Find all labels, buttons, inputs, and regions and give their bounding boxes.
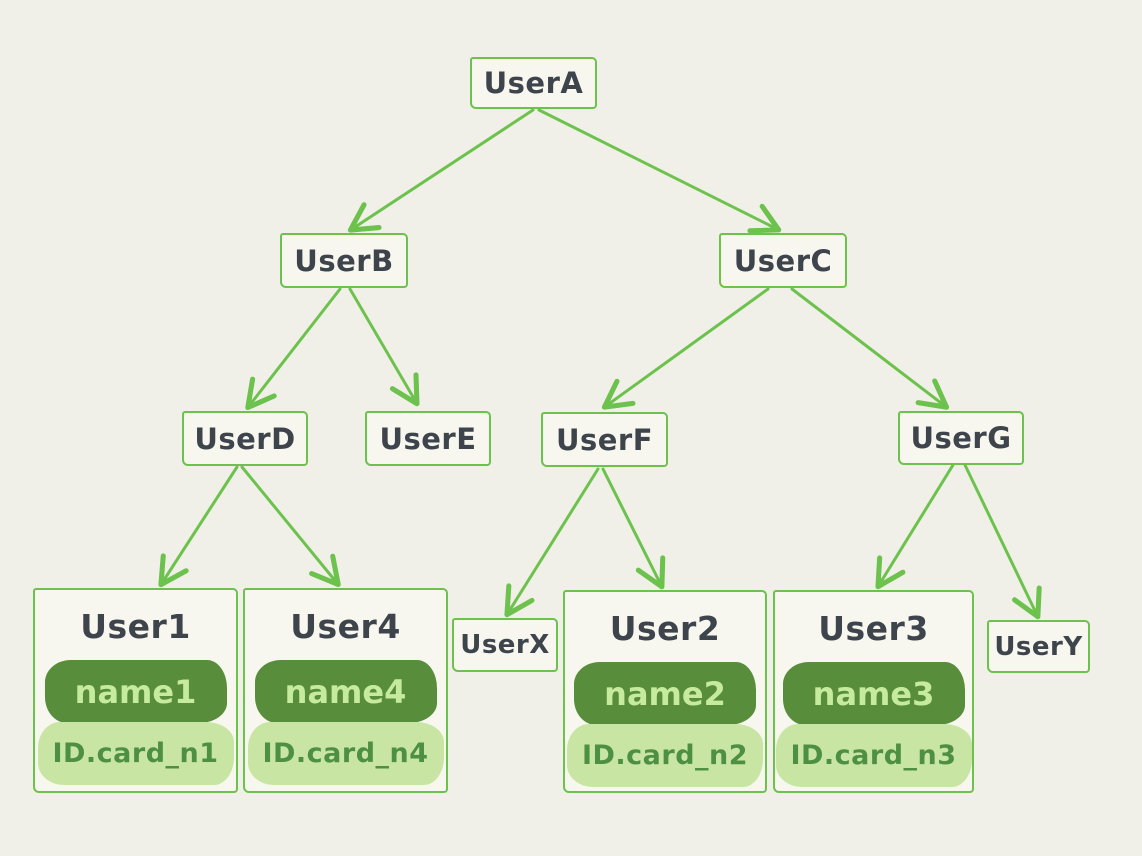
- node-userA-label: UserA: [483, 66, 584, 100]
- edge-userF-userX: [504, 467, 600, 618]
- edge-userD-user4: [240, 465, 341, 588]
- edge-userB-userD: [245, 287, 342, 411]
- edge-userA-userB: [347, 108, 535, 233]
- node-user1-idcard-pill: ID.card_n1: [37, 722, 234, 785]
- node-user4-idcard-pill: ID.card_n4: [247, 722, 444, 785]
- node-userE: UserE: [365, 411, 491, 466]
- node-user3-idcard-pill: ID.card_n3: [775, 724, 972, 787]
- node-userD-label: UserD: [194, 421, 296, 456]
- node-userG: UserG: [898, 411, 1024, 465]
- node-userX-label: UserX: [460, 630, 550, 660]
- node-userD: UserD: [182, 411, 308, 466]
- edge-userC-userF: [601, 287, 770, 410]
- node-userF: UserF: [541, 412, 668, 467]
- node-userB-label: UserB: [294, 243, 394, 278]
- edge-userF-user2: [601, 467, 666, 590]
- node-userG-label: UserG: [910, 421, 1012, 455]
- node-userF-label: UserF: [555, 422, 654, 457]
- edge-userB-userE: [348, 287, 420, 407]
- node-user1-title: User1: [80, 606, 191, 646]
- node-user4-title: User4: [290, 606, 401, 646]
- node-user3-name-pill: name3: [782, 662, 965, 725]
- node-userE-label: UserE: [379, 421, 477, 456]
- node-userB: UserB: [280, 233, 408, 288]
- node-user2-idcard-pill: ID.card_n2: [567, 724, 763, 787]
- node-userC-label: UserC: [733, 243, 833, 278]
- node-userA: UserA: [470, 57, 597, 109]
- node-user2-name-pill: name2: [574, 662, 756, 725]
- node-user2: User2 name2 ID.card_n2: [563, 590, 767, 793]
- edge-userG-userY: [963, 463, 1042, 620]
- node-userY: UserY: [987, 620, 1090, 673]
- edge-userG-user3: [875, 463, 955, 590]
- node-user3-title: User3: [818, 608, 929, 648]
- node-user4: User4 name4 ID.card_n4: [243, 588, 448, 793]
- node-user4-name-pill: name4: [254, 660, 437, 723]
- edge-userC-userG: [790, 287, 950, 410]
- node-userY-label: UserY: [994, 631, 1083, 662]
- node-userX: UserX: [452, 618, 558, 672]
- node-user1: User1 name1 ID.card_n1: [33, 588, 238, 793]
- node-userC: UserC: [719, 233, 847, 288]
- node-user2-title: User2: [609, 608, 721, 648]
- edge-userA-userC: [537, 108, 782, 234]
- edge-userD-user1: [158, 465, 239, 588]
- node-user1-name-pill: name1: [44, 660, 227, 723]
- node-user3: User3 name3 ID.card_n3: [773, 590, 974, 793]
